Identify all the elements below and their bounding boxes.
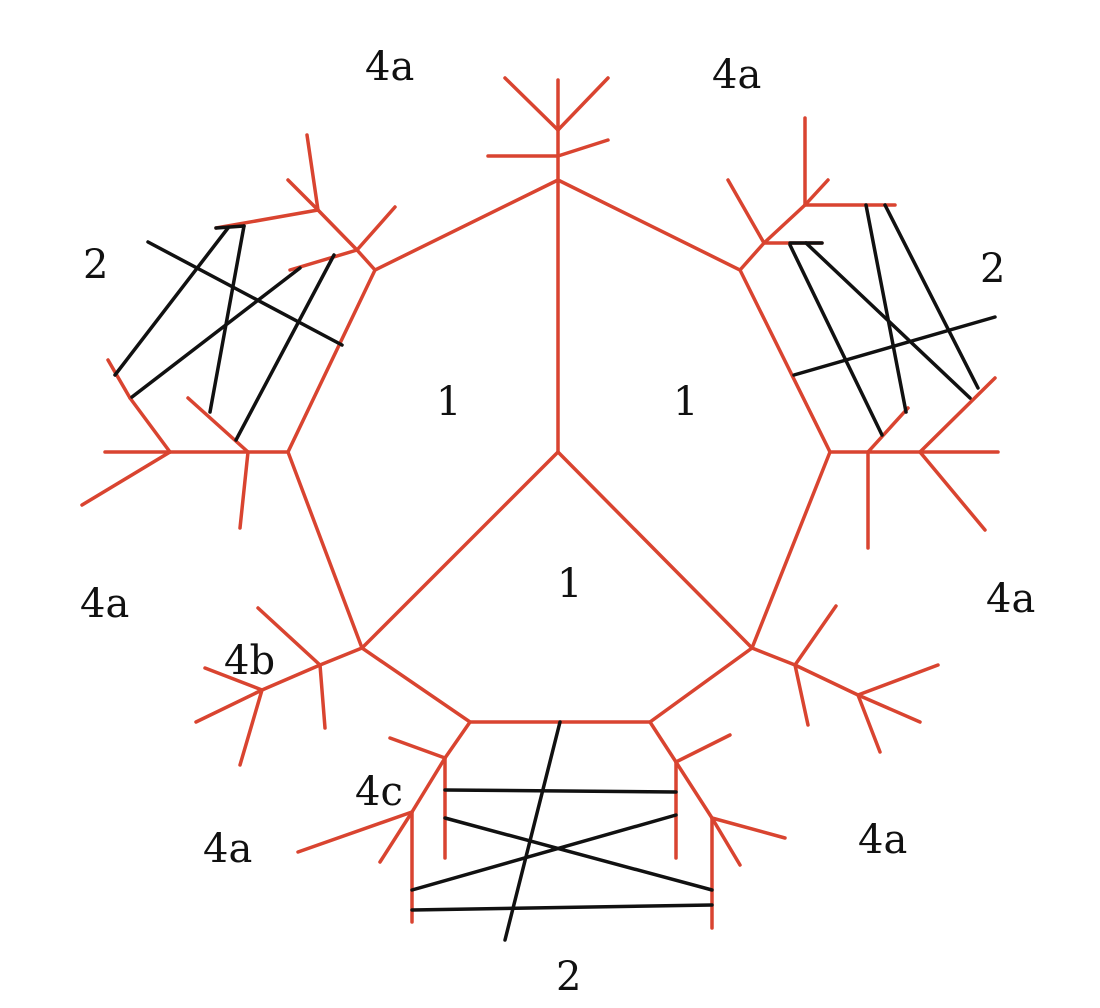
label-4a-top-left: 4a	[365, 44, 414, 90]
label-2-left: 2	[83, 242, 108, 288]
label-2-bottom: 2	[556, 954, 581, 1000]
label-2-right: 2	[980, 246, 1005, 292]
labels: 4a 4a 2 2 1 1 1 4a 4a 4b 4c 4a 4a 2	[80, 44, 1035, 1000]
label-4b: 4b	[224, 638, 275, 684]
chords-left	[113, 224, 344, 442]
label-4a-top-right: 4a	[712, 52, 761, 98]
label-1-bottom: 1	[557, 561, 582, 607]
lower-left-branch	[194, 606, 364, 767]
label-4a-bottom-left: 4a	[203, 826, 252, 872]
label-4c: 4c	[355, 769, 403, 815]
bottom-branch	[296, 720, 787, 930]
label-4a-left: 4a	[80, 581, 129, 627]
upper-right-branch	[726, 116, 1000, 550]
label-4a-right: 4a	[986, 576, 1035, 622]
lower-right-branch	[750, 604, 940, 754]
fork-left	[360, 450, 560, 650]
top-branch	[486, 76, 610, 182]
label-1-left: 1	[436, 379, 461, 425]
label-4a-bottom-right: 4a	[858, 817, 907, 863]
upper-left-branch	[80, 133, 397, 530]
label-1-right: 1	[673, 379, 698, 425]
chords-right	[788, 203, 997, 437]
chords-bottom	[410, 720, 714, 942]
fork-right	[556, 450, 754, 650]
